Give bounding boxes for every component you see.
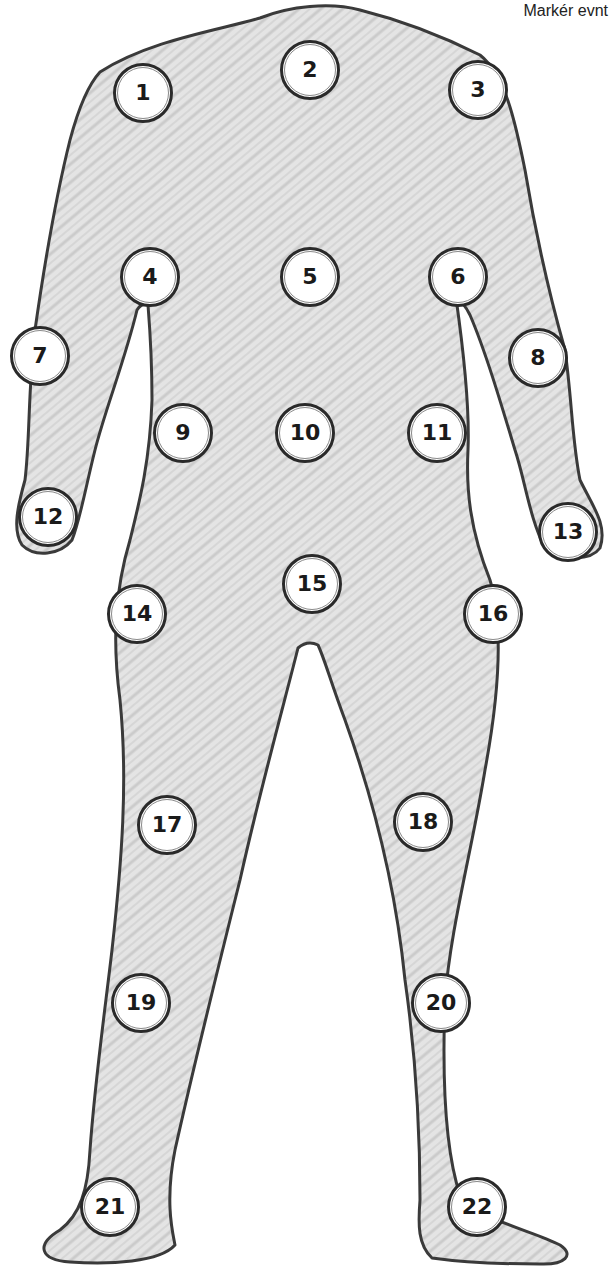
marker-number: 6: [450, 266, 465, 288]
marker-circle: 9: [152, 402, 214, 464]
marker-number: 3: [470, 79, 485, 101]
marker-circle: 17: [136, 794, 198, 856]
circle-inner-ring: [513, 333, 564, 384]
marker-number: 22: [462, 1196, 493, 1218]
circle-inner-ring: [280, 408, 331, 459]
circle-inner-ring: [287, 559, 338, 610]
circle-inner-ring: [125, 252, 176, 303]
circle-border: [113, 975, 170, 1032]
marker-number: 10: [290, 422, 321, 444]
marker-number: 8: [530, 347, 545, 369]
marker-circle: 7: [9, 325, 71, 387]
circle-border: [430, 249, 487, 306]
body-outline: [17, 6, 602, 1264]
marker-number: 13: [553, 521, 584, 543]
circle-inner-ring: [285, 252, 336, 303]
circle-inner-ring: [118, 68, 169, 119]
circle-border: [510, 330, 567, 387]
marker-number: 7: [32, 345, 47, 367]
circle-border: [282, 249, 339, 306]
marker-number: 15: [297, 573, 328, 595]
marker-circle: 21: [79, 1176, 141, 1238]
circle-inner-ring: [433, 252, 484, 303]
circle-border: [395, 794, 452, 851]
marker-circle: 14: [106, 583, 168, 645]
marker-circle: 2: [279, 39, 341, 101]
marker-circle: 20: [410, 972, 472, 1034]
circle-border: [540, 504, 597, 561]
circle-border: [284, 556, 341, 613]
marker-number: 4: [142, 266, 157, 288]
circle-border: [109, 586, 166, 643]
circle-border: [282, 42, 339, 99]
circle-border: [20, 489, 77, 546]
marker-circle: 4: [119, 246, 181, 308]
marker-number: 1: [135, 82, 150, 104]
circle-border: [115, 65, 172, 122]
circle-border: [12, 328, 69, 385]
circle-inner-ring: [142, 800, 193, 851]
circle-border: [465, 586, 522, 643]
circle-border: [449, 1179, 506, 1236]
marker-circle: 18: [392, 791, 454, 853]
circle-border: [122, 249, 179, 306]
marker-number: 17: [152, 814, 183, 836]
circle-inner-ring: [416, 978, 467, 1029]
marker-number: 16: [478, 603, 509, 625]
marker-number: 20: [426, 992, 457, 1014]
circle-inner-ring: [543, 507, 594, 558]
circle-border: [450, 62, 507, 119]
marker-number: 21: [95, 1196, 126, 1218]
marker-number: 18: [408, 811, 439, 833]
marker-number: 19: [126, 992, 157, 1014]
marker-number: 12: [33, 506, 64, 528]
marker-number: 14: [122, 603, 153, 625]
circle-border: [82, 1179, 139, 1236]
circle-inner-ring: [453, 65, 504, 116]
circle-inner-ring: [412, 408, 463, 459]
circle-border: [409, 405, 466, 462]
circle-inner-ring: [452, 1182, 503, 1233]
marker-circle: 6: [427, 246, 489, 308]
marker-circle: 8: [507, 327, 569, 389]
circle-inner-ring: [15, 331, 66, 382]
marker-circle: 10: [274, 402, 336, 464]
circle-inner-ring: [285, 45, 336, 96]
circle-border: [413, 975, 470, 1032]
marker-circle: 11: [406, 402, 468, 464]
marker-number: 11: [422, 422, 453, 444]
marker-circle: 12: [17, 486, 79, 548]
marker-circle: 22: [446, 1176, 508, 1238]
circle-border: [277, 405, 334, 462]
marker-number: 9: [175, 422, 190, 444]
circle-inner-ring: [468, 589, 519, 640]
header-text: Markér evnt: [524, 2, 608, 20]
circle-inner-ring: [158, 408, 209, 459]
marker-circle: 16: [462, 583, 524, 645]
circle-inner-ring: [116, 978, 167, 1029]
marker-circle: 19: [110, 972, 172, 1034]
marker-number: 2: [302, 59, 317, 81]
marker-circle: 15: [281, 553, 343, 615]
circle-border: [155, 405, 212, 462]
marker-circle: 1: [112, 62, 174, 124]
circle-inner-ring: [85, 1182, 136, 1233]
marker-circle: 3: [447, 59, 509, 121]
marker-circle: 13: [537, 501, 599, 563]
circle-inner-ring: [398, 797, 449, 848]
marker-number: 5: [302, 266, 317, 288]
marker-circle: 5: [279, 246, 341, 308]
circle-inner-ring: [23, 492, 74, 543]
circle-border: [139, 797, 196, 854]
circle-inner-ring: [112, 589, 163, 640]
